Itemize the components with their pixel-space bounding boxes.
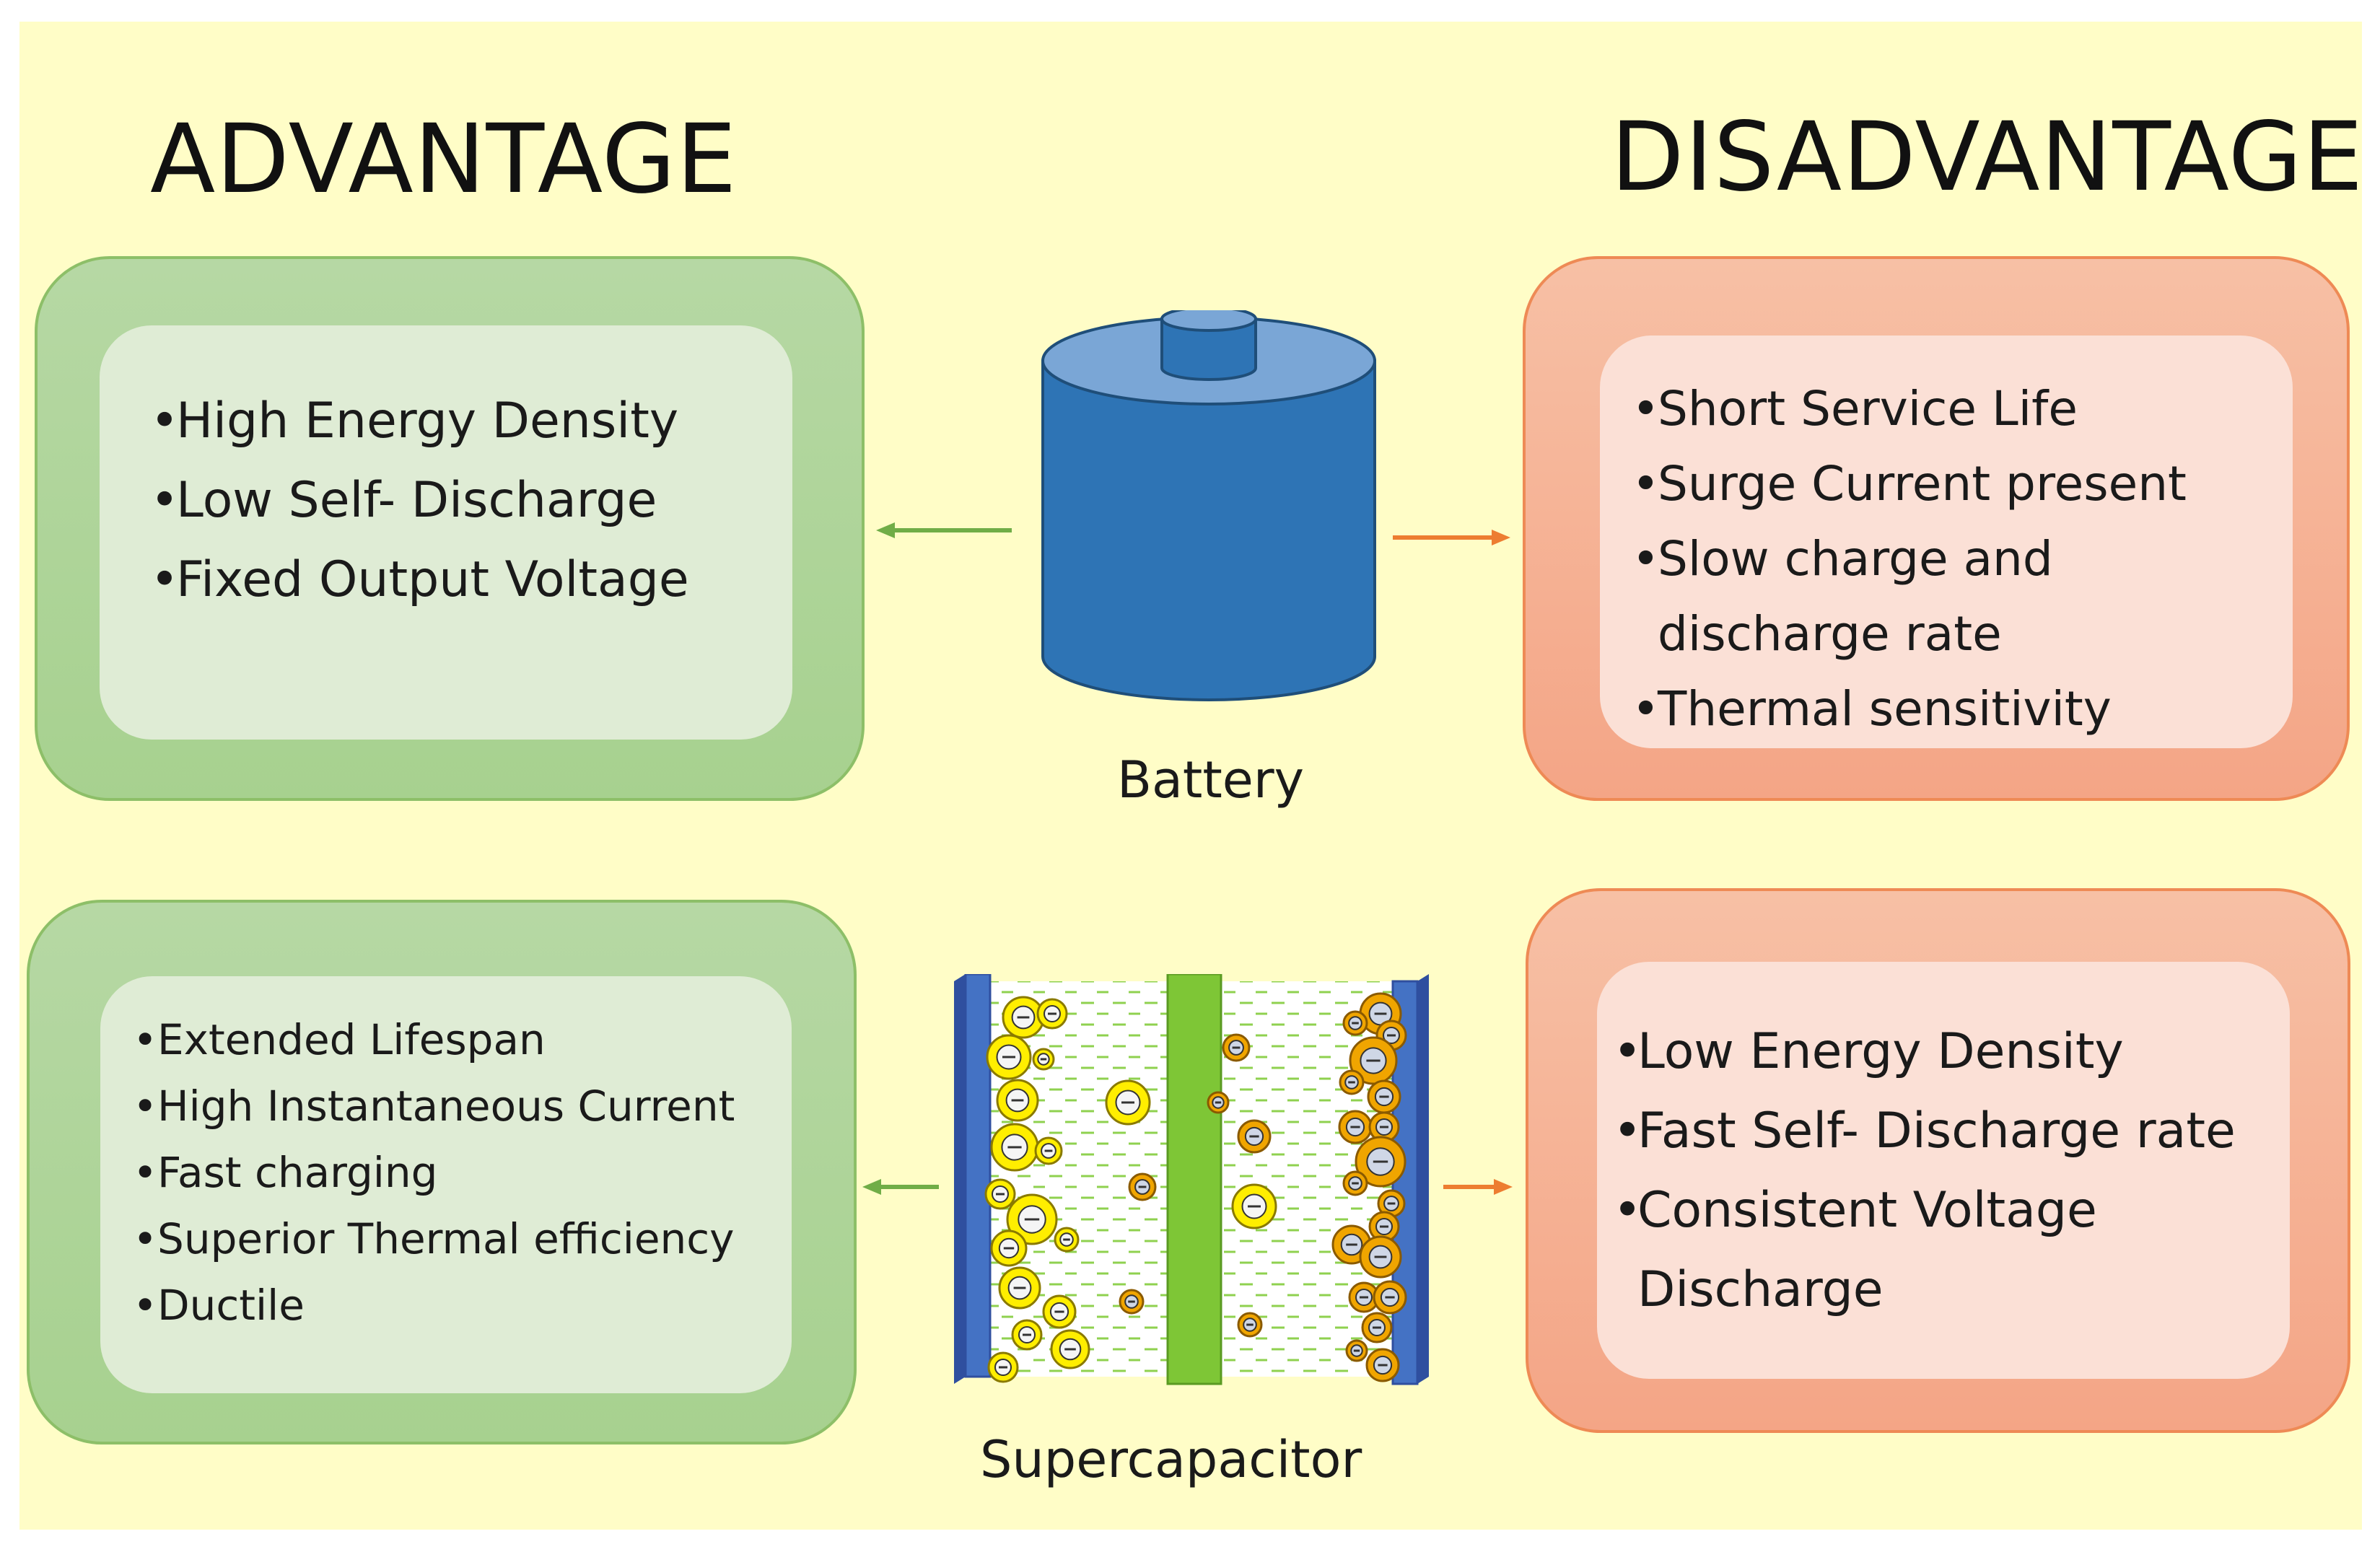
supercapacitor-advantages-panel: Extended Lifespan High Instantaneous Cur… xyxy=(100,976,792,1393)
list-item: Extended Lifespan xyxy=(133,1007,735,1073)
list-item: Slow charge and discharge rate xyxy=(1632,522,2134,672)
supercapacitor-advantages-list: Extended Lifespan High Instantaneous Cur… xyxy=(133,1007,735,1338)
battery-advantages-box: High Energy Density Low Self- Discharge … xyxy=(35,256,865,801)
battery-advantages-list: High Energy Density Low Self- Discharge … xyxy=(150,382,689,620)
list-item: Thermal sensitivity xyxy=(1632,672,2187,747)
negative-ions xyxy=(984,996,1277,1383)
supercapacitor-disadvantages-panel: Low Energy Density Fast Self- Discharge … xyxy=(1597,962,2290,1379)
supercapacitor-icon xyxy=(954,974,1429,1385)
list-item: High Energy Density xyxy=(150,382,689,461)
supercapacitor-disadvantages-list: Low Energy Density Fast Self- Discharge … xyxy=(1613,1012,2236,1330)
list-item: Low Energy Density xyxy=(1613,1012,2236,1092)
supercapacitor-label: Supercapacitor xyxy=(980,1430,1362,1489)
list-item-text: Consistent Voltage Discharge xyxy=(1637,1182,2097,1318)
list-item: Consistent Voltage Discharge xyxy=(1613,1171,2157,1330)
supercapacitor-advantage-arrow xyxy=(862,1179,939,1195)
list-item: Short Service Life xyxy=(1632,372,2187,447)
positive-ions xyxy=(1119,992,1407,1382)
list-item-text: Slow charge and discharge rate xyxy=(1658,531,2053,662)
battery-disadvantages-panel: Short Service Life Surge Current present… xyxy=(1600,336,2293,748)
list-item: Surge Current present xyxy=(1632,447,2187,522)
battery-disadvantages-box: Short Service Life Surge Current present… xyxy=(1523,256,2350,801)
list-item: Low Self- Discharge xyxy=(150,461,689,540)
battery-disadvantages-list: Short Service Life Surge Current present… xyxy=(1632,372,2187,747)
left-electrode xyxy=(954,974,992,1384)
list-item: Ductile xyxy=(133,1272,735,1338)
supercapacitor-advantages-box: Extended Lifespan High Instantaneous Cur… xyxy=(27,900,857,1444)
battery-icon xyxy=(1041,310,1376,701)
disadvantage-heading: DISADVANTAGE xyxy=(1611,102,2364,213)
list-item: Fast charging xyxy=(133,1139,735,1206)
list-item: Fixed Output Voltage xyxy=(150,540,689,620)
battery-advantages-panel: High Energy Density Low Self- Discharge … xyxy=(100,325,792,740)
list-item: High Instantaneous Current xyxy=(133,1073,735,1139)
list-item: Superior Thermal efficiency xyxy=(133,1206,735,1272)
list-item: Fast Self- Discharge rate xyxy=(1613,1092,2236,1171)
supercapacitor-disadvantage-arrow xyxy=(1443,1179,1513,1195)
battery-advantage-arrow xyxy=(876,522,1012,538)
advantage-heading: ADVANTAGE xyxy=(150,104,738,215)
battery-label: Battery xyxy=(1117,750,1305,810)
battery-disadvantage-arrow xyxy=(1393,530,1510,545)
separator xyxy=(1166,974,1222,1385)
supercapacitor-disadvantages-box: Low Energy Density Fast Self- Discharge … xyxy=(1526,888,2350,1433)
